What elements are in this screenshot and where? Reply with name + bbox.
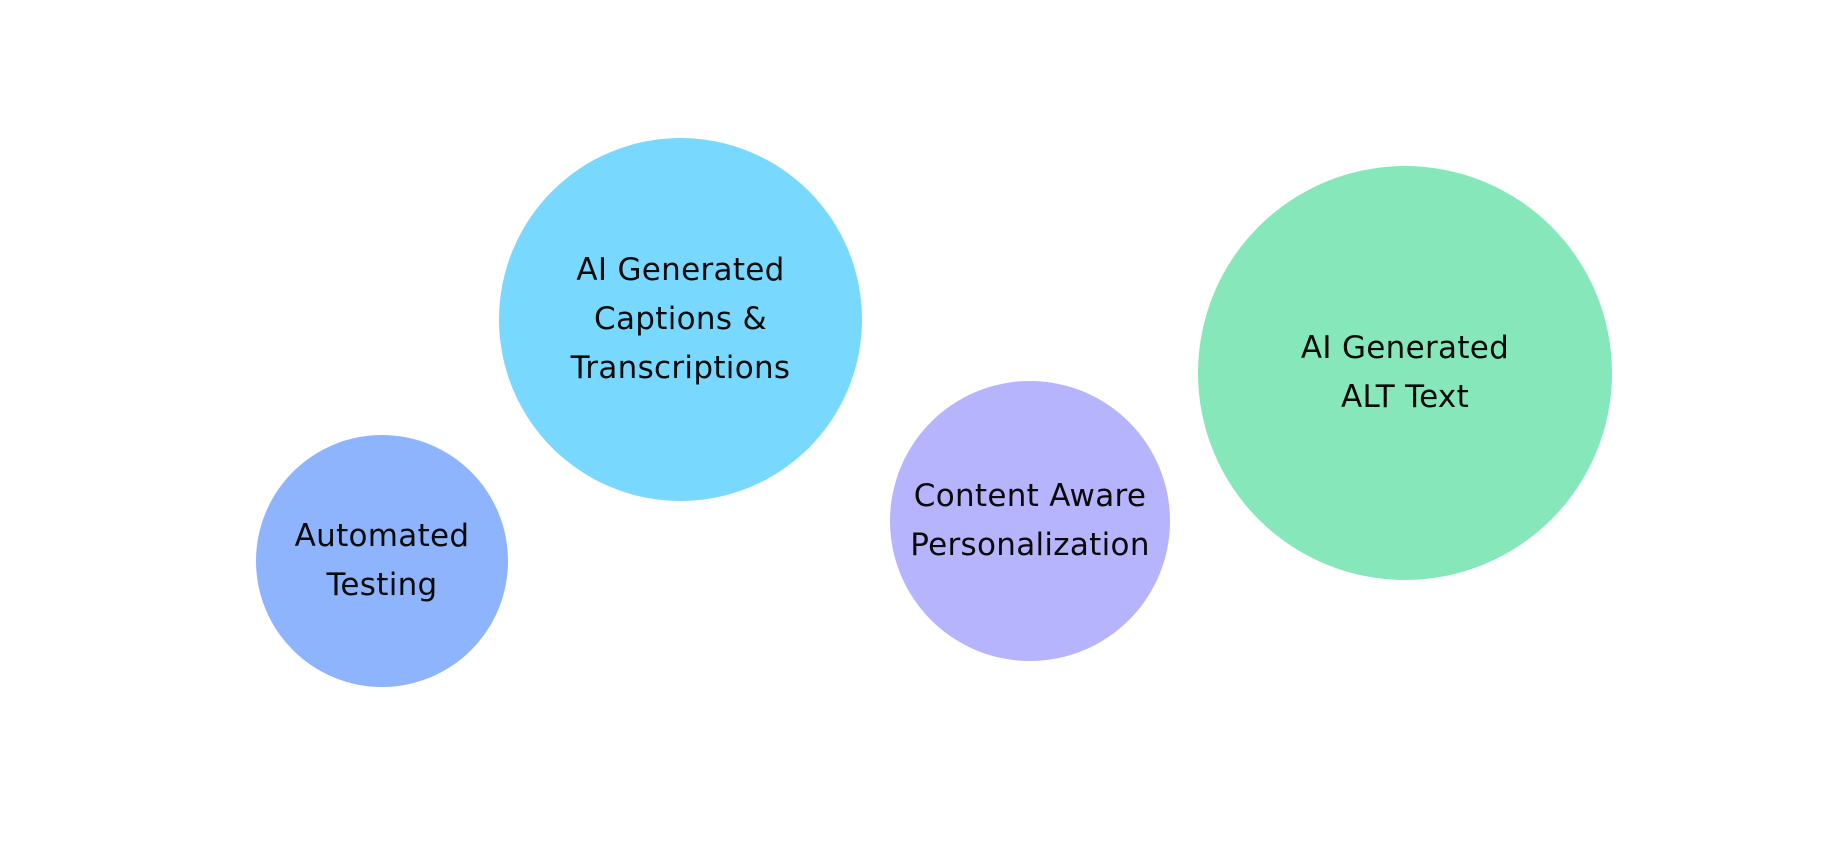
bubble-content-aware-personalization: Content Aware Personalization: [890, 381, 1170, 661]
bubble-label-line: AI Generated: [1300, 330, 1510, 366]
bubble-label-line: Testing: [326, 567, 438, 603]
bubble-label: AI Generated Captions & Transcriptions: [571, 246, 791, 393]
bubble-label-line: Automated: [294, 518, 470, 554]
bubble-label-line: Personalization: [910, 527, 1150, 563]
bubble-label-line: Captions &: [594, 301, 767, 337]
bubble-label-line: ALT Text: [1340, 379, 1470, 415]
bubble-label: AI Generated ALT Text: [1301, 324, 1509, 422]
bubble-ai-generated-captions: AI Generated Captions & Transcriptions: [499, 138, 862, 501]
bubble-label: Automated Testing: [295, 512, 470, 610]
bubble-label-line: Content Aware: [913, 478, 1147, 514]
bubble-label: Content Aware Personalization: [910, 472, 1150, 570]
bubble-label-line: AI Generated: [576, 252, 785, 288]
bubble-automated-testing: Automated Testing: [256, 435, 508, 687]
bubble-label-line: Transcriptions: [570, 350, 791, 386]
bubble-ai-generated-alt-text: AI Generated ALT Text: [1198, 166, 1612, 580]
